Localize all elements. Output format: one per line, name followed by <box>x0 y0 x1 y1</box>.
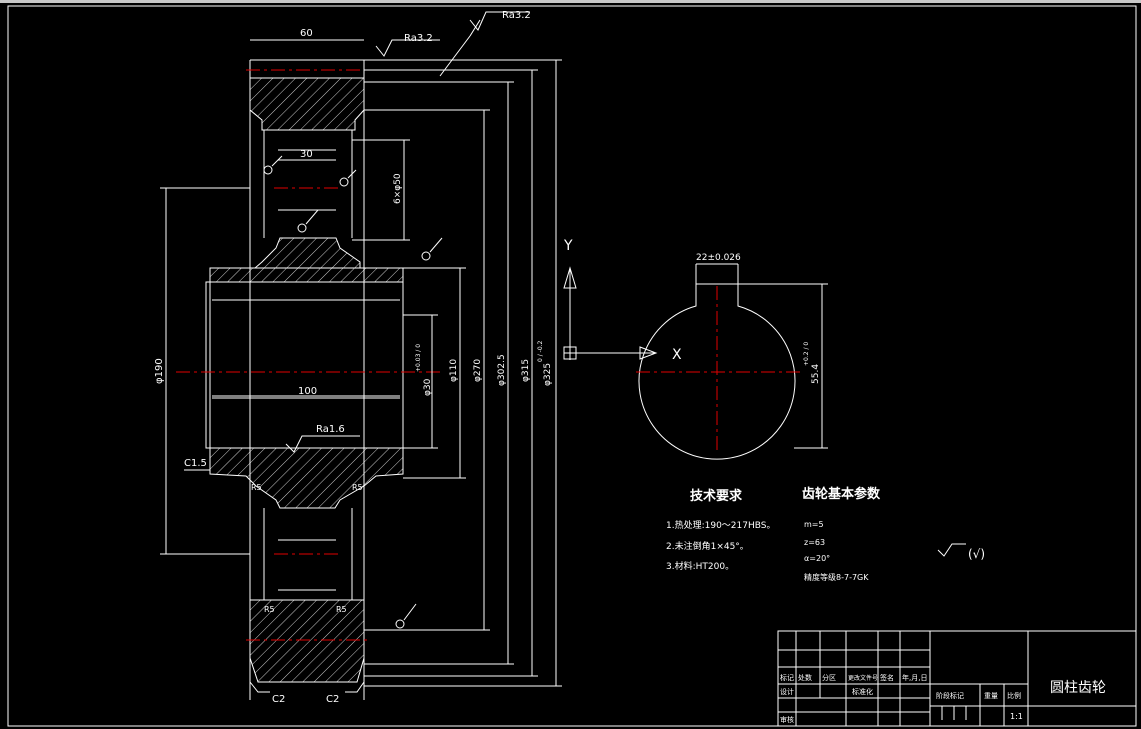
end-view-center-lines <box>636 286 800 450</box>
roughness-label-1: Ra3.2 <box>404 33 433 44</box>
dim-key-depth: 55.4 <box>811 364 821 384</box>
dim-d325-tol: 0 / -0.2 <box>537 340 544 362</box>
surface-note: (√) <box>968 547 985 561</box>
tb-mark: 标记 <box>780 673 794 682</box>
gear-params-title: 齿轮基本参数 <box>802 486 881 502</box>
hub-top <box>209 267 404 283</box>
dim-bore-tol: +0.03 / 0 <box>415 344 422 372</box>
dim-hub-length: 100 <box>298 386 317 397</box>
dim-d315: φ315 <box>521 359 531 382</box>
tb-date: 年,月,日 <box>902 673 927 682</box>
tech-req-title: 技术要求 <box>690 488 743 504</box>
tb-zone: 分区 <box>822 673 836 682</box>
roughness-label-2: Ra3.2 <box>502 10 531 21</box>
tb-scale-value: 1:1 <box>1010 712 1023 721</box>
tb-stage-label: 阶段标记 <box>936 691 964 700</box>
dim-face-width: 60 <box>300 28 313 39</box>
dim-d270: φ270 <box>473 359 483 382</box>
dim-d325: φ325 <box>543 363 553 386</box>
gear-param-4: 精度等级8-7-7GK <box>804 572 869 582</box>
radius-r5-4: R5 <box>336 605 347 614</box>
dim-bore: φ30 <box>423 378 433 396</box>
gear-param-2: z=63 <box>804 538 825 547</box>
gear-section-view <box>205 59 404 700</box>
tb-standard: 标准化 <box>852 687 873 696</box>
tb-count: 处数 <box>798 673 812 682</box>
ucs-y-label: Y <box>563 238 573 254</box>
radius-r5-1: R5 <box>251 483 262 492</box>
ucs-x-label: X <box>672 347 682 363</box>
gear-param-1: m=5 <box>804 520 824 529</box>
tb-review: 审核 <box>780 715 794 724</box>
tb-change-doc: 更改文件号 <box>848 674 878 682</box>
dim-hub-dia: φ190 <box>154 358 165 384</box>
roughness-symbols <box>263 11 530 629</box>
center-lines <box>176 69 440 641</box>
dim-d302: φ302.5 <box>497 354 507 386</box>
dimension-lines <box>160 19 562 687</box>
tb-part-name: 圆柱齿轮 <box>1050 680 1106 696</box>
tb-sign: 签名 <box>880 673 894 682</box>
dim-key-width: 22±0.026 <box>696 253 741 263</box>
hub-bottom <box>209 447 404 509</box>
chamfer-c2-right: C2 <box>326 694 339 705</box>
roughness-bore-label: Ra1.6 <box>316 424 345 435</box>
web-top <box>253 237 361 269</box>
drawing-border <box>7 5 1137 727</box>
window-top-strip <box>0 0 1141 3</box>
ucs-icon <box>563 266 658 360</box>
tb-design: 设计 <box>780 687 794 696</box>
chamfer-c15: C1.5 <box>184 458 207 469</box>
tech-req-item-1: 1.热处理:190～217HBS。 <box>666 519 775 531</box>
radius-r5-3: R5 <box>264 605 275 614</box>
dim-d110: φ110 <box>449 359 459 382</box>
dim-web-holes: 6×φ50 <box>393 173 403 204</box>
chamfer-c2-left: C2 <box>272 694 285 705</box>
tech-req-item-3: 3.材料:HT200。 <box>666 560 734 572</box>
radius-r5-2: R5 <box>352 483 363 492</box>
dim-key-depth-tol: +0.2 / 0 <box>803 342 810 366</box>
tb-scale-label: 比例 <box>1007 691 1021 700</box>
rim-top <box>249 77 365 131</box>
tech-req-item-2: 2.未注倒角1×45°。 <box>666 540 749 552</box>
dim-web-width: 30 <box>300 149 313 160</box>
gear-param-3: α=20° <box>804 554 830 563</box>
title-block <box>777 630 1137 727</box>
hub-end-view <box>638 263 828 460</box>
general-roughness-symbol <box>937 543 966 557</box>
tb-weight-label: 重量 <box>984 692 998 700</box>
